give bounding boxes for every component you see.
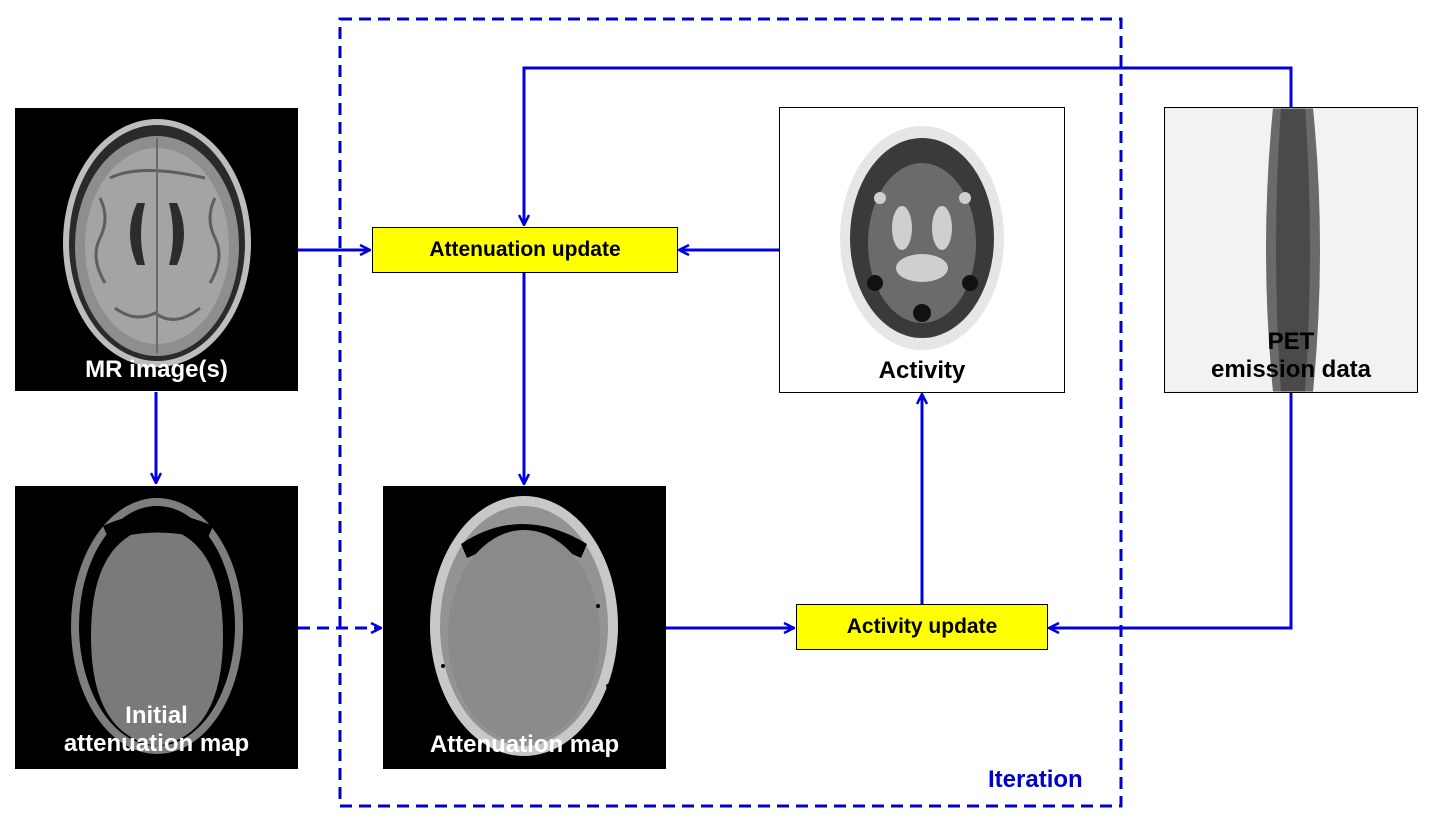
arrow-pet-to-activity-update (1049, 392, 1293, 628)
pet-emission-panel: PET emission data (1164, 107, 1418, 393)
arrow-pet-to-attenuation-update (524, 66, 1293, 225)
iteration-label: Iteration (988, 766, 1083, 793)
pet-emission-label: PET emission data (1210, 328, 1372, 383)
attenuation-map-panel: Attenuation map (383, 486, 666, 769)
initial-attenuation-map-label: Initial attenuation map (63, 702, 250, 757)
initial-attenuation-map-panel: Initial attenuation map (15, 486, 298, 769)
activity-label: Activity (878, 357, 966, 384)
activity-update-box: Activity update (796, 604, 1048, 650)
initial-attenuation-map-image (71, 498, 243, 754)
activity-brain-image (840, 126, 1004, 350)
attenuation-update-box: Attenuation update (372, 227, 678, 273)
mr-image-panel: MR image(s) (15, 108, 298, 391)
iteration-frame (338, 17, 1123, 808)
mr-image-label: MR image(s) (85, 356, 228, 383)
activity-panel: Activity (779, 107, 1065, 393)
mr-brain-image (63, 119, 251, 367)
attenuation-map-image (430, 496, 618, 756)
sinogram-image (1165, 108, 1417, 392)
attenuation-map-label: Attenuation map (429, 731, 620, 758)
